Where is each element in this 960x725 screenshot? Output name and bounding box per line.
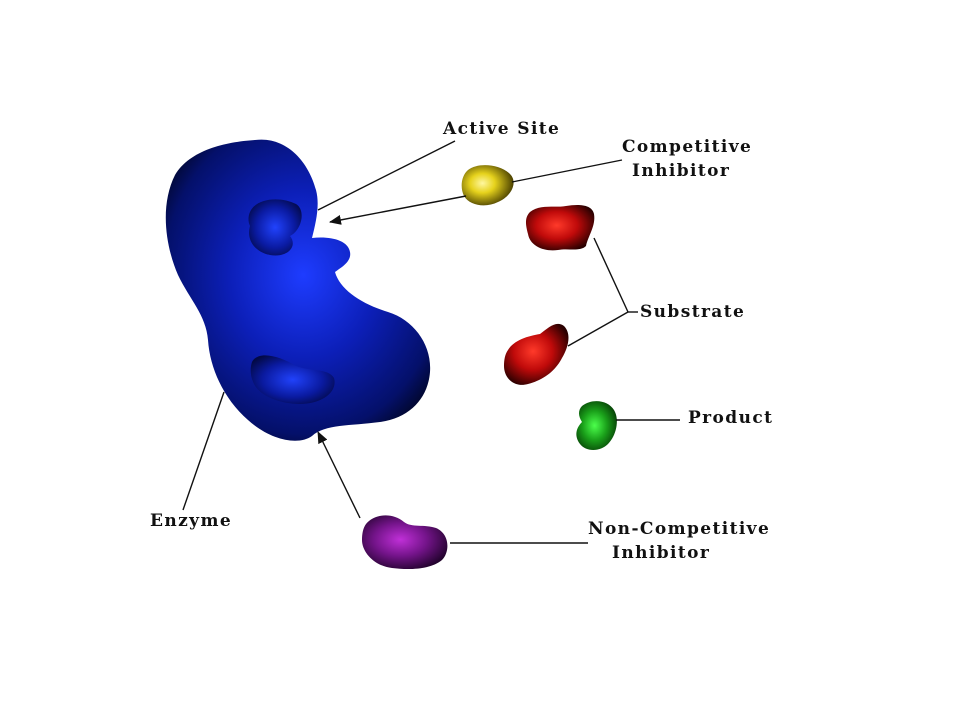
label-competitive-inhibitor-line1: Competitive xyxy=(622,137,752,157)
label-noncompetitive-inhibitor-line1: Non-Competitive xyxy=(588,519,770,539)
label-substrate: Substrate xyxy=(640,302,745,322)
enzyme-leader xyxy=(182,391,225,511)
substrate-shape-upper xyxy=(526,204,595,251)
allosteric-pocket xyxy=(250,355,335,404)
label-product: Product xyxy=(688,408,773,428)
substrate-leader-upper xyxy=(593,237,629,313)
active-site-pocket xyxy=(248,199,302,256)
label-active-site: Active Site xyxy=(442,119,560,139)
enzyme-shape xyxy=(165,139,431,441)
competitive-inhibitor-leader xyxy=(511,159,623,183)
active-site-leader xyxy=(317,140,456,211)
product-shape xyxy=(576,401,617,450)
noncompetitive-inhibitor-shape xyxy=(362,515,448,570)
label-enzyme: Enzyme xyxy=(150,511,232,531)
substrate-leader-lower xyxy=(567,311,629,347)
substrate-shape-lower xyxy=(504,323,569,385)
competitive-inhibitor-shape xyxy=(461,165,514,206)
noncompetitive-inhibitor-arrow xyxy=(317,431,361,519)
label-noncompetitive-inhibitor-line2: Inhibitor xyxy=(612,543,710,563)
competitive-inhibitor-arrow xyxy=(329,195,467,225)
label-competitive-inhibitor-line2: Inhibitor xyxy=(632,161,730,181)
